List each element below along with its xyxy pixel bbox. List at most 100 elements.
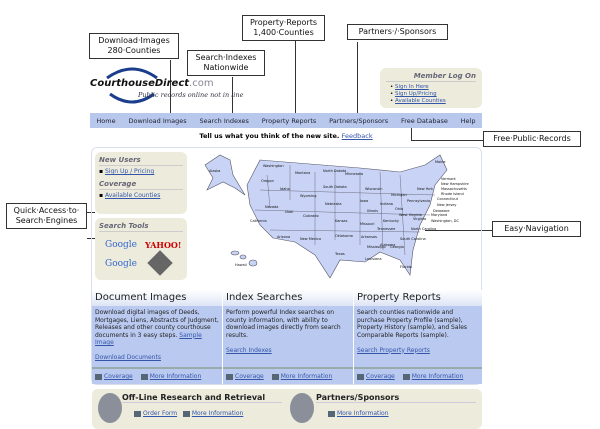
available-counties-link[interactable]: Available Counties [395, 98, 446, 104]
callout-line1: Search·Indexes [195, 53, 257, 62]
callout-line2: Nationwide [203, 63, 249, 72]
label-texas: Texas [334, 252, 345, 256]
callout-line1: Quick·Access·to· [13, 206, 80, 215]
nav-help[interactable]: Help [460, 116, 476, 125]
partner-photo [290, 393, 314, 423]
label-maine: Maine [435, 160, 446, 164]
signup-pricing-link[interactable]: Sign Up / Pricing [104, 168, 155, 175]
callout-line1: Download·Images [98, 36, 170, 45]
label-kansas: Kansas [335, 219, 348, 223]
callout-line1: Property·Reports [249, 18, 318, 27]
info-icon [182, 410, 190, 417]
label-indiana: Indiana [380, 202, 393, 206]
label-kentucky: Kentucky [383, 219, 399, 223]
sample-image-link[interactable]: Sample Image [95, 331, 202, 347]
available-counties-link-left[interactable]: Available Counties [104, 192, 161, 199]
order-form-link[interactable]: Order Form [143, 410, 178, 417]
callout-line2: Search·Engines [15, 216, 78, 225]
search-engine-diamond-icon[interactable] [147, 250, 173, 276]
callout-text: Easy·Navigation [504, 224, 569, 233]
logo-name: CourthouseDirect [90, 78, 190, 89]
column-title: Document Images [92, 290, 222, 306]
house-icon [357, 373, 364, 380]
label-north-carolina: North Carolina [411, 227, 436, 231]
google-logo[interactable]: Google [105, 240, 137, 250]
offline-more-info-link[interactable]: More Information [191, 410, 244, 417]
nav-search-indexes[interactable]: Search Indexes [199, 116, 249, 125]
coverage-link[interactable]: Coverage [235, 373, 264, 380]
label-oklahoma: Oklahoma [335, 234, 353, 238]
info-icon [140, 373, 148, 380]
researcher-photo [98, 393, 122, 423]
label-california: California [250, 219, 267, 223]
new-users-heading: New Users [99, 156, 183, 166]
member-logon-panel: Member Log On • Sign In Here • Sign Up/P… [380, 68, 482, 108]
label-new-mexico: New Mexico [300, 237, 321, 241]
label-utah: Utah [285, 210, 293, 214]
label-montana: Montana [295, 171, 310, 175]
nav-download-images[interactable]: Download Images [128, 116, 187, 125]
more-info-link[interactable]: More Information [411, 373, 464, 380]
label-tennessee: Tennessee [376, 227, 395, 231]
label-connecticut: Connecticut [437, 197, 459, 201]
label-alabama: Alabama [380, 243, 395, 247]
label-colorado: Colorado [303, 214, 319, 218]
label-new-hampshire: New Hampshire [441, 182, 469, 186]
label-north-dakota: North Dakota [323, 169, 346, 173]
label-iowa: Iowa [360, 199, 368, 203]
label-louisiana: Louisiana [365, 257, 382, 261]
feedback-text: Tell us what you think of the new site. [199, 132, 340, 140]
coverage-link[interactable]: Coverage [366, 373, 395, 380]
callout-partners: Partners·/·Sponsors [347, 24, 448, 40]
column-index-searches: Index Searches Perform powerful Index se… [223, 290, 353, 384]
callout-text: Partners·/·Sponsors [358, 27, 437, 36]
coverage-link[interactable]: Coverage [104, 373, 133, 380]
label-new-jersey: New Jersey [437, 203, 456, 207]
sign-up-link[interactable]: Sign Up/Pricing [395, 91, 437, 97]
more-info-link[interactable]: More Information [280, 373, 333, 380]
feedback-link[interactable]: Feedback [341, 132, 373, 140]
nav-home[interactable]: Home [96, 116, 116, 125]
logo-swoosh-icon [106, 67, 158, 104]
callout-line2: 1,400·Counties [253, 28, 314, 37]
bottom-panel: Off-Line Research and Retrieval Order Fo… [92, 389, 482, 429]
download-documents-link[interactable]: Download Documents [95, 354, 161, 361]
search-property-reports-link[interactable]: Search Property Reports [357, 346, 430, 354]
label-vermont: Vermont [441, 177, 456, 181]
logo[interactable]: CourthouseDirect.com Public records onli… [90, 64, 250, 106]
us-map[interactable]: Alaska Washington Oregon Montana North D… [195, 150, 475, 285]
column-title: Index Searches [223, 290, 353, 306]
google-logo-2[interactable]: Google [105, 259, 137, 269]
more-info-link[interactable]: More Information [149, 373, 202, 380]
yahoo-logo[interactable]: YAHOO! [145, 240, 182, 250]
label-michigan: Michigan [391, 193, 407, 197]
label-arizona: Arizona [277, 235, 290, 239]
nav-partners[interactable]: Partners/Sponsors [329, 116, 389, 125]
label-minnesota: Minnesota [345, 172, 363, 176]
nav-free-database[interactable]: Free Database [400, 116, 448, 125]
nav-property-reports[interactable]: Property Reports [261, 116, 317, 125]
sign-in-link[interactable]: Sign In Here [395, 84, 429, 90]
label-georgia: Georgia [390, 245, 404, 249]
partners-title: Partners/Sponsors [316, 393, 476, 403]
callout-easy-navigation: Easy·Navigation [492, 221, 581, 237]
partners-more-info-link[interactable]: More Information [337, 410, 389, 417]
callout-free-public-records: Free·Public·Records [483, 131, 581, 147]
label-south-dakota: South Dakota [323, 185, 347, 189]
label-maryland: Maryland [431, 213, 447, 217]
label-west-virginia: West Virginia [399, 213, 422, 217]
search-tools-heading: Search Tools [99, 222, 183, 232]
column-document-images: Document Images Download digital images … [92, 290, 222, 384]
label-mississippi: Mississippi [367, 245, 386, 249]
label-washington-dc: Washington, DC [431, 219, 459, 223]
search-indexes-link[interactable]: Search Indexes [226, 346, 272, 354]
content-frame [91, 147, 482, 385]
coverage-heading: Coverage [99, 180, 183, 190]
label-alaska: Alaska [209, 169, 220, 173]
coverage-icon [226, 373, 233, 380]
label-washington: Washington [263, 164, 284, 168]
form-icon [134, 410, 141, 417]
